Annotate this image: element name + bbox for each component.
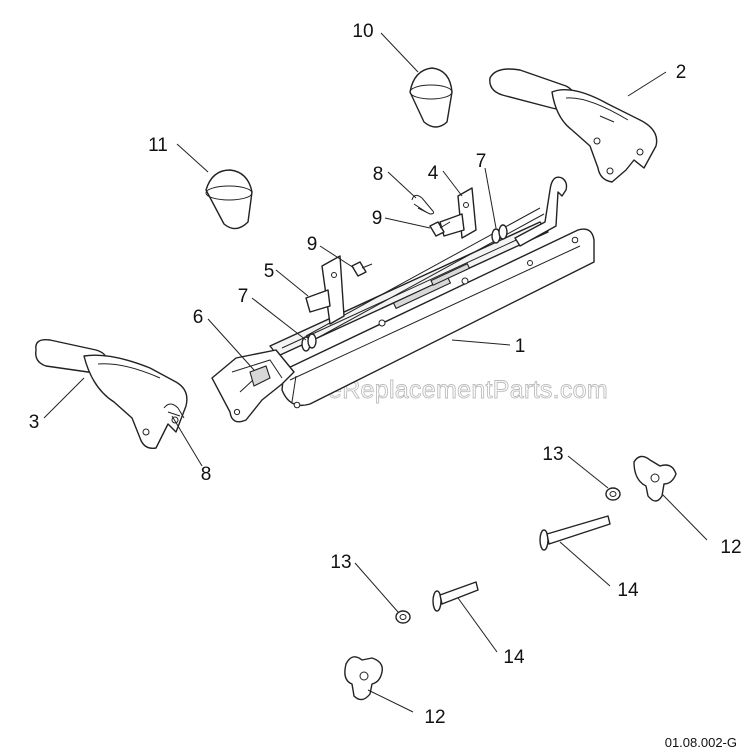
part-9-bolt-right <box>429 221 451 237</box>
leader-lines <box>43 32 708 713</box>
leader-8-bottom <box>171 415 203 467</box>
leader-13-right <box>567 455 609 489</box>
callout-9-left: 9 <box>307 234 318 255</box>
leader-9-right <box>384 217 431 229</box>
part-10-knob <box>409 67 453 128</box>
callout-14-right: 14 <box>617 580 639 601</box>
part-6-bracket <box>211 349 295 423</box>
part-12-knob-right <box>633 455 677 502</box>
callout-7-left: 7 <box>238 286 249 307</box>
drawing-number: 01.08.002-G <box>665 735 737 750</box>
callout-13-left: 13 <box>330 552 351 573</box>
callout-4: 4 <box>428 163 439 184</box>
callout-6: 6 <box>193 307 204 328</box>
callout-1: 1 <box>515 336 526 357</box>
part-7-spring-left <box>301 333 317 352</box>
callout-5: 5 <box>264 261 275 282</box>
leader-5 <box>275 269 309 297</box>
callout-8-bottom: 8 <box>201 464 212 485</box>
leader-7-left <box>251 297 307 341</box>
leader-12-left <box>367 689 414 713</box>
callout-11: 11 <box>148 135 168 156</box>
part-13-nut-right <box>605 487 621 501</box>
leader-2 <box>627 71 667 97</box>
part-12-knob-left <box>344 656 383 701</box>
leader-10 <box>380 32 419 73</box>
callout-9-right: 9 <box>372 208 383 229</box>
part-14-bolt-left <box>432 581 479 612</box>
part-3-handle <box>35 339 188 449</box>
part-7-spring-right <box>491 224 508 244</box>
part-9-bolt-left <box>351 261 373 277</box>
leader-7-right <box>484 167 497 229</box>
leader-3 <box>43 377 85 419</box>
leader-9-left <box>319 245 355 269</box>
callout-7-right: 7 <box>476 151 487 172</box>
leader-1 <box>451 339 511 346</box>
part-1-frame <box>269 176 595 409</box>
callouts: 10 2 11 8 4 7 9 9 5 7 6 1 3 8 13 12 14 1… <box>29 21 742 728</box>
part-8-clip-bottom <box>163 403 185 419</box>
callout-8-top: 8 <box>373 164 384 185</box>
leader-12-right <box>661 493 708 541</box>
part-8-clip-top <box>411 194 435 215</box>
callout-3: 3 <box>29 412 40 433</box>
leader-8-top <box>387 171 417 199</box>
part-4-bracket <box>439 187 477 239</box>
part-11-knob <box>205 169 253 230</box>
callout-10: 10 <box>352 21 373 42</box>
part-13-nut-left <box>395 610 411 624</box>
leader-4 <box>442 170 463 197</box>
callout-12-right: 12 <box>720 537 741 558</box>
callout-14-left: 14 <box>503 647 525 668</box>
leader-6 <box>207 318 255 371</box>
part-2-handle <box>489 68 658 183</box>
leader-13-left <box>354 562 399 613</box>
part-5-bracket <box>305 255 345 325</box>
callout-13-right: 13 <box>542 444 563 465</box>
leader-14-right <box>559 541 611 587</box>
leader-14-left <box>457 597 498 653</box>
callout-12-left: 12 <box>424 707 445 728</box>
leader-11 <box>176 143 209 173</box>
part-14-bolt-right <box>539 515 611 551</box>
watermark: eReplacementParts.com <box>328 376 608 404</box>
callout-2: 2 <box>676 62 687 83</box>
